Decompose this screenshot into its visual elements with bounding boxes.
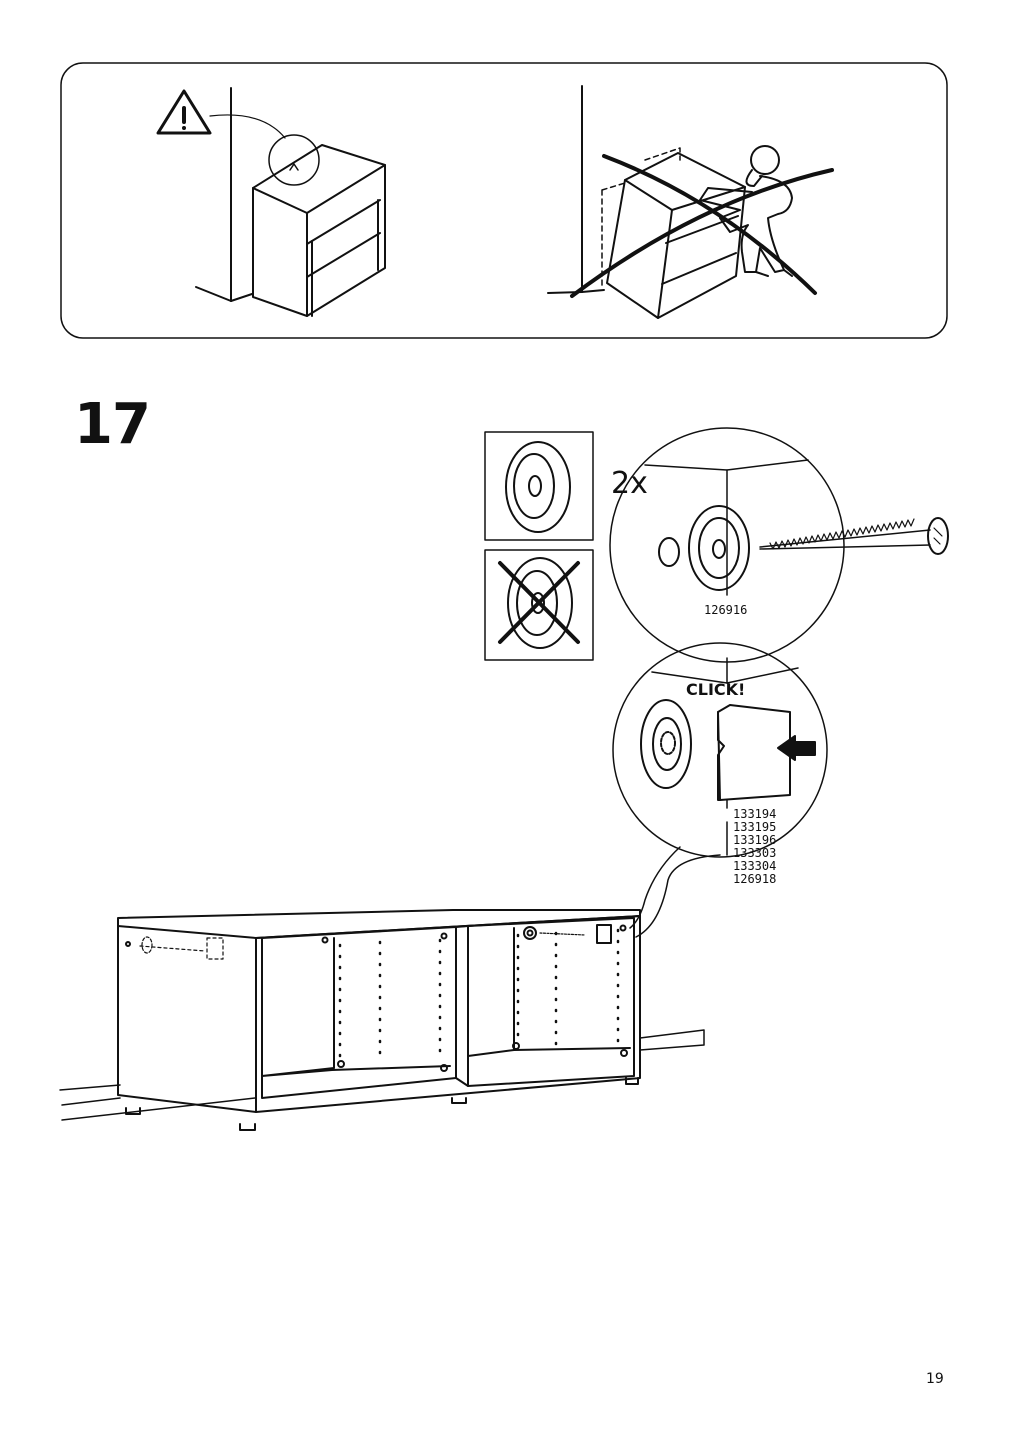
wrong-washer-detail [484,549,594,661]
tipping-hazard-scene [547,85,834,319]
page-number: 19 [926,1371,944,1387]
insert-arrow-icon [777,735,816,761]
person-figure [699,145,793,277]
step-number: 17 [74,392,151,457]
cover-part-number: 133304 [733,859,777,873]
cover-cap-detail-circle [612,642,828,938]
cover-part-number: 133194 [733,807,777,821]
cover-part-number: 133303 [733,846,777,860]
screw-part-number: 126916 [704,603,748,617]
cover-part-number: 133195 [733,820,777,834]
warning-icon [156,89,212,135]
cover-part-number-list: 133194 133195 133196 133303 133304 12691… [733,808,776,886]
cover-part-number: 133196 [733,833,777,847]
screw-detail-circle [609,427,949,663]
click-label: CLICK! [686,680,746,699]
correct-washer-detail [484,431,594,541]
wrong-cross-icon [570,154,834,298]
low-cabinet-drawing [59,909,705,1131]
warning-panel [60,62,948,339]
correct-wall-anchoring-scene [156,87,386,317]
cover-part-number: 126918 [733,872,777,886]
quantity-label: 2x [611,466,648,501]
